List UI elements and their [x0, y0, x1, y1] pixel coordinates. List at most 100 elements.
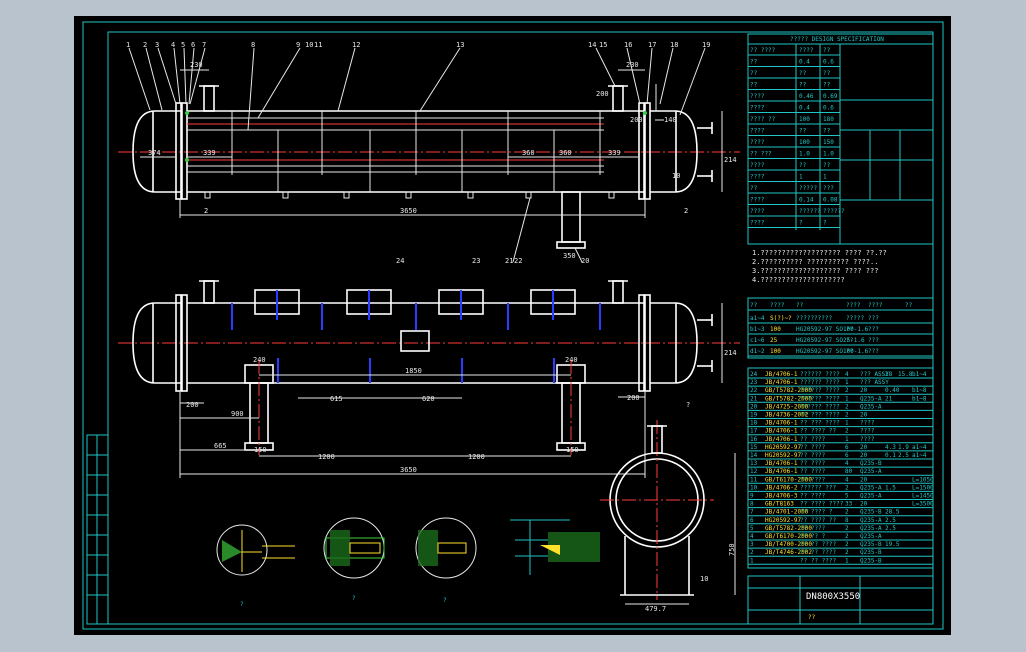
detail-4 — [510, 519, 600, 575]
spec-row-label: ???? — [750, 162, 765, 169]
dim-1200a: 1200 — [318, 453, 335, 461]
parts-cell: 1.9 — [898, 444, 909, 451]
parts-cell: 15.8 — [898, 371, 913, 378]
dim-150-right: 150 — [566, 446, 579, 454]
spec-row-tube: ?? — [823, 82, 831, 89]
end-view: 479.7 750 10 — [600, 420, 736, 613]
dim-615: 615 — [330, 395, 343, 403]
parts-cell: 16 — [750, 436, 758, 443]
spec-row-tube: ?? — [823, 162, 831, 169]
parts-cell: Q235-B — [860, 549, 882, 556]
parts-cell: 7 — [750, 509, 754, 516]
parts-cell: 1 — [845, 379, 849, 386]
parts-cell: Q235-A — [860, 484, 882, 491]
parts-cell: 2.5 — [885, 525, 896, 532]
svg-text:2: 2 — [143, 41, 147, 49]
parts-cell: Q235-A — [860, 517, 882, 524]
parts-cell: JB/4706-1 — [765, 436, 798, 443]
parts-cell: a1~4 — [912, 452, 927, 459]
parts-cell: 20 — [860, 476, 868, 483]
dim-support: 350 — [563, 252, 576, 260]
spec-row-label: ?? ???? — [750, 47, 776, 54]
spec-row-label: ???? — [750, 105, 765, 112]
parts-cell: ?? ???? — [800, 476, 826, 483]
svg-text:16: 16 — [624, 41, 632, 49]
spec-row-tube: 0.69 — [823, 93, 838, 100]
parts-cell: 19.5 — [885, 541, 900, 548]
parts-cell: L=1500 — [912, 484, 934, 491]
spec-row-label: ???? — [750, 128, 765, 135]
parts-cell: ?????? ???? — [800, 395, 840, 402]
parts-cell: Q235-A — [860, 395, 882, 402]
parts-cell: 20 — [860, 444, 868, 451]
parts-cell: JB/T4746-2002 — [765, 549, 812, 556]
parts-cell: 8 — [845, 517, 849, 524]
nozzle-cell: HG20592-97 SO25-1.6 — [796, 337, 865, 344]
plan-left-head — [132, 302, 181, 384]
parts-cell: ???? — [860, 436, 875, 443]
spec-header: ????? DESIGN SPECIFICATION — [790, 36, 884, 43]
spec-row-label: ???? — [750, 220, 765, 227]
outer-frame — [82, 21, 944, 630]
spec-row-tube: ?? — [823, 70, 831, 77]
parts-cell: 12 — [750, 468, 758, 475]
spec-row-label: ?? ??? — [750, 151, 772, 158]
spec-row-tube: 150 — [823, 139, 834, 146]
parts-cell: 14 — [750, 452, 758, 459]
spec-row-tube: ?? — [823, 128, 831, 135]
spec-row-shell: 0.4 — [799, 59, 810, 66]
parts-cell: ?? ?? ???? — [800, 541, 837, 548]
parts-cell: ?? ???? — [800, 525, 826, 532]
parts-cell: 20 — [860, 452, 868, 459]
balloon-leaders — [128, 47, 706, 263]
svg-text:21: 21 — [505, 257, 513, 265]
nozzle-cell: ?? — [846, 348, 854, 355]
dim-end-10: 10 — [700, 575, 708, 583]
parts-cell: 2 — [845, 484, 849, 491]
svg-text:7: 7 — [202, 41, 206, 49]
parts-cell: b1~4 — [912, 371, 927, 378]
parts-cell: ?????? ???? — [800, 387, 840, 394]
spec-row-shell: ?? — [799, 162, 807, 169]
parts-cell: 20 — [860, 501, 868, 508]
svg-text:3: 3 — [155, 41, 159, 49]
parts-cell: ?? ?? ???? — [800, 557, 837, 564]
front-dimensions — [140, 69, 723, 218]
nozzle-cell: ??? — [868, 326, 879, 333]
svg-text:4: 4 — [171, 41, 175, 49]
right-head — [650, 110, 698, 193]
plan-view: 3650 1850 615 620 900 665 1200 1200 200 … — [118, 280, 740, 478]
nozzle-cell: 25 — [770, 337, 778, 344]
parts-cell: 2.5 — [885, 517, 896, 524]
parts-cell: 6 — [845, 444, 849, 451]
spec-row-tube: 1.0 — [823, 151, 834, 158]
parts-cell: 2 — [845, 412, 849, 419]
parts-cell: L=1050 — [912, 476, 934, 483]
parts-cell: JB/4706-2 — [765, 484, 798, 491]
spec-row-shell: 0.4 — [799, 105, 810, 112]
parts-cell: 21 — [885, 395, 893, 402]
parts-cell: 5 — [750, 525, 754, 532]
parts-cell: GB/T5782-2000 — [765, 525, 812, 532]
parts-cell: L=1450 — [912, 493, 934, 500]
parts-cell: GB/T8163 — [765, 501, 794, 508]
parts-cell: Q235-B — [860, 541, 882, 548]
spec-row-tube: ?? — [823, 47, 831, 54]
parts-cell: 6 — [845, 452, 849, 459]
detail-label-1: ? — [240, 601, 244, 608]
spec-row-tube: ?????? — [823, 208, 845, 215]
parts-cell: ?? ???? — [800, 493, 826, 500]
parts-cell: JB/4706-3 — [765, 493, 798, 500]
nozzle-header-cell: ???? — [868, 302, 883, 309]
parts-cell: JB/4701-2000 — [765, 509, 809, 516]
nozzle-cell: ??? — [868, 348, 879, 355]
spec-row-label: ???? — [750, 208, 765, 215]
svg-text:17: 17 — [648, 41, 656, 49]
parts-cell: 15 — [750, 444, 758, 451]
spec-row-shell: 100 — [799, 139, 810, 146]
spec-row-shell: ???? — [799, 47, 814, 54]
spec-row-tube: ? — [823, 220, 827, 227]
spec-row-shell: ????? — [799, 185, 817, 192]
lifting-plates — [254, 289, 576, 320]
